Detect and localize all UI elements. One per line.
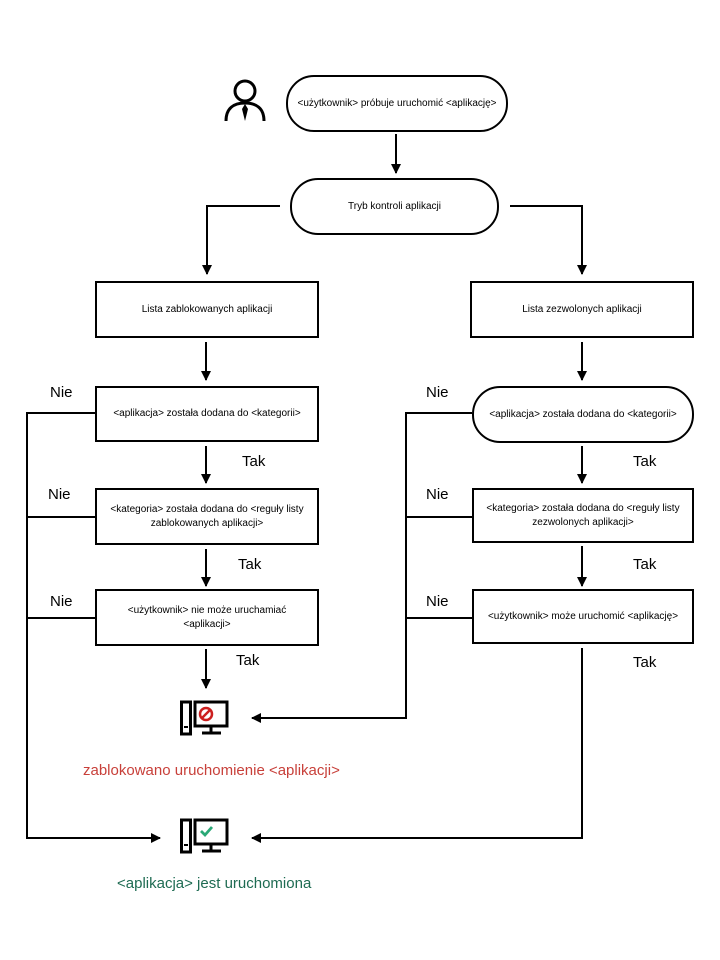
start-node: <użytkownik> próbuje uruchomić <aplikacj… bbox=[286, 75, 508, 132]
yes-label-left-3: Tak bbox=[236, 652, 260, 669]
yes-label-left-2: Tak bbox=[238, 556, 262, 573]
blocked-app-in-category: <aplikacja> została dodana do <kategorii… bbox=[95, 386, 319, 442]
computer-blocked-icon bbox=[180, 700, 229, 736]
yes-label-right-2: Tak bbox=[633, 556, 657, 573]
yes-label-left-1: Tak bbox=[242, 453, 266, 470]
launched-outcome-caption: <aplikacja> jest uruchomiona bbox=[117, 875, 312, 892]
yes-label-right-1: Tak bbox=[633, 453, 657, 470]
no-label-left-2: Nie bbox=[48, 486, 71, 503]
no-label-right-1: Nie bbox=[426, 384, 449, 401]
mode-decision: Tryb kontroli aplikacji bbox=[290, 178, 499, 235]
allowed-app-in-category: <aplikacja> została dodana do <kategorii… bbox=[472, 386, 694, 443]
blocked-outcome-caption: zablokowano uruchomienie <aplikacji> bbox=[83, 762, 340, 779]
no-label-left-1: Nie bbox=[50, 384, 73, 401]
allowed-list-node: Lista zezwolonych aplikacji bbox=[470, 281, 694, 338]
user-icon bbox=[224, 79, 266, 122]
category-in-blocked-rule: <kategoria> została dodana do <reguły li… bbox=[95, 488, 319, 545]
yes-label-right-3: Tak bbox=[633, 654, 657, 671]
blocked-list-node: Lista zablokowanych aplikacji bbox=[95, 281, 319, 338]
user-cannot-launch: <użytkownik> nie może uruchamiać <aplika… bbox=[95, 589, 319, 646]
no-label-right-2: Nie bbox=[426, 486, 449, 503]
no-label-right-3: Nie bbox=[426, 593, 449, 610]
category-in-allowed-rule: <kategoria> została dodana do <reguły li… bbox=[472, 488, 694, 543]
computer-allowed-icon bbox=[180, 818, 229, 854]
no-label-left-3: Nie bbox=[50, 593, 73, 610]
user-can-launch: <użytkownik> może uruchomić <aplikację> bbox=[472, 589, 694, 644]
